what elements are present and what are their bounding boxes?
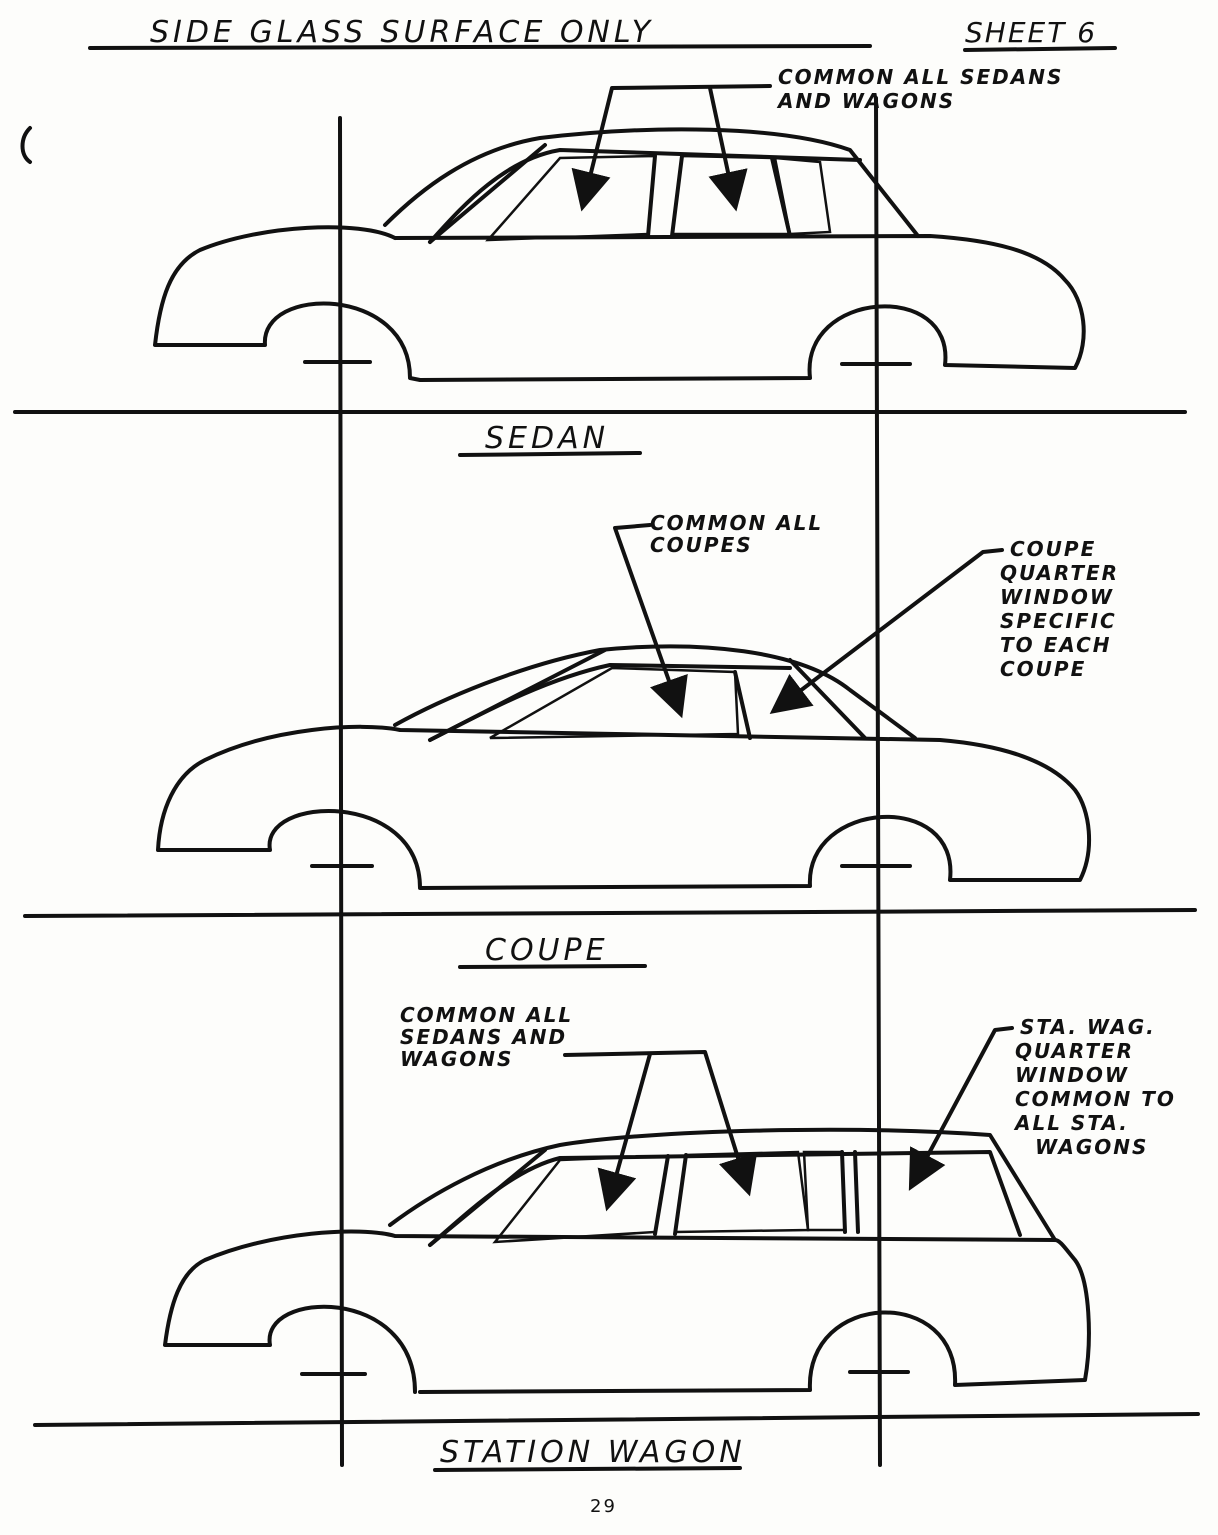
wagon-caption: STATION WAGON <box>440 1435 746 1470</box>
coupe-quarter-line-5: TO EACH <box>1000 633 1112 657</box>
coupe-drawing <box>156 523 1092 890</box>
wagon-quarter-line-4: COMMON TO <box>1015 1087 1176 1111</box>
sedan-caption-underline <box>458 451 642 457</box>
coupe-quarter-line-3: WINDOW <box>1000 585 1114 609</box>
coupe-caption-underline <box>458 964 647 969</box>
sedan-callout-arrow-2 <box>708 86 748 212</box>
wagon-common-line-1: COMMON ALL <box>400 1003 573 1027</box>
coupe-common-line-1: COMMON ALL <box>650 511 823 535</box>
sedan-drawing <box>153 84 1086 382</box>
wagon-caption-underline <box>433 1466 742 1472</box>
wagon-quarter-line-3: WINDOW <box>1015 1063 1129 1087</box>
reference-line-rear <box>874 96 882 1467</box>
sedan-callout-arrow-1 <box>571 84 772 212</box>
page-number: 29 <box>590 1496 617 1517</box>
coupe-common-arrow <box>613 523 688 719</box>
wagon-common-arrow-1 <box>563 1050 758 1197</box>
sheet-title: SIDE GLASS SURFACE ONLY <box>150 15 654 50</box>
coupe-caption: COUPE <box>485 933 609 968</box>
sheet-underline <box>963 46 1117 52</box>
wagon-common-arrow-2 <box>597 1052 652 1212</box>
sedan-callout-line-2: AND WAGONS <box>776 89 955 113</box>
coupe-door-glass <box>489 666 740 740</box>
coupe-quarter-line-2: QUARTER <box>1000 561 1119 585</box>
wagon-rear-vent-glass <box>802 1150 847 1232</box>
station-wagon-drawing <box>163 1026 1091 1394</box>
wagon-quarter-line-6: WAGONS <box>1035 1135 1148 1159</box>
coupe-quarter-line-4: SPECIFIC <box>1000 609 1117 633</box>
sedan-caption: SEDAN <box>485 421 609 456</box>
wagon-quarter-line-2: QUARTER <box>1015 1039 1134 1063</box>
coupe-quarter-line-6: COUPE <box>1000 657 1086 681</box>
sedan-quarter-glass <box>773 156 832 236</box>
title-underline <box>88 44 872 50</box>
wagon-common-line-3: WAGONS <box>400 1047 513 1071</box>
wagon-quarter-line-1: STA. WAG. <box>1020 1015 1156 1039</box>
wagon-common-line-2: SEDANS AND <box>400 1025 567 1049</box>
coupe-quarter-line-1: COUPE <box>1010 537 1096 561</box>
sheet-number: SHEET 6 <box>965 16 1097 49</box>
wagon-quarter-arrow <box>908 1026 1014 1191</box>
sedan-callout-line-1: COMMON ALL SEDANS <box>778 65 1063 89</box>
reference-line-front <box>338 116 344 1467</box>
wagon-quarter-line-5: ALL STA. <box>1013 1111 1129 1135</box>
divider-line-3 <box>33 1412 1200 1427</box>
coupe-quarter-arrow <box>769 548 1004 715</box>
coupe-common-line-2: COUPES <box>650 533 753 557</box>
margin-bracket-mark <box>20 126 32 164</box>
divider-line-2 <box>23 908 1197 918</box>
